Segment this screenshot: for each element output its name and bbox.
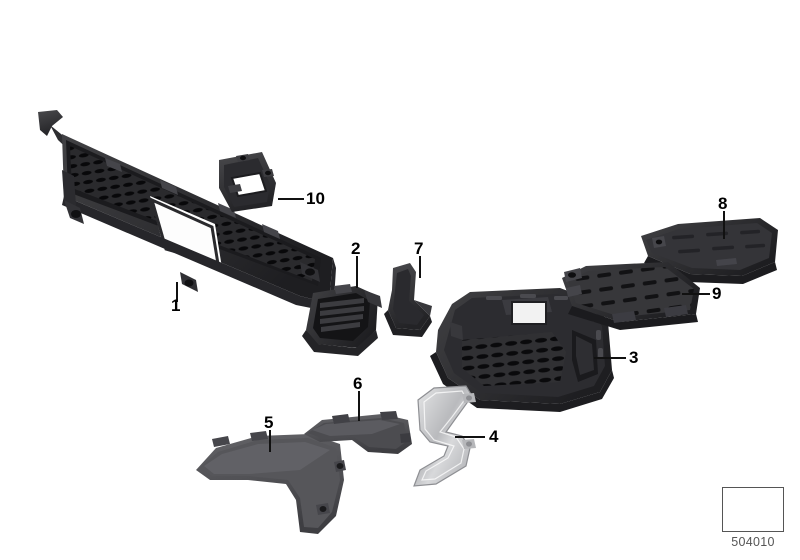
direction-icon-box xyxy=(722,487,784,532)
callout-10: 10 xyxy=(306,189,325,208)
callout-7: 7 xyxy=(414,239,424,258)
part-6-bumper-trim-wedge xyxy=(304,411,412,454)
callout-2: 2 xyxy=(351,239,361,258)
callout-4: 4 xyxy=(489,427,499,446)
leader-line-10 xyxy=(278,198,304,200)
callout-5: 5 xyxy=(264,413,274,432)
leader-line-7 xyxy=(419,256,421,278)
callout-8: 8 xyxy=(718,194,728,213)
callout-3: 3 xyxy=(629,348,639,367)
part-8-cover-panel-upper xyxy=(641,218,778,284)
callout-9: 9 xyxy=(712,284,722,303)
part-4-air-curtain-trim-chrome xyxy=(413,385,476,487)
callout-1: 1 xyxy=(171,296,181,315)
part-9-cover-panel-slotted xyxy=(562,262,700,330)
leader-line-4 xyxy=(455,436,485,438)
leader-line-8 xyxy=(723,211,725,239)
leader-line-5 xyxy=(269,430,271,452)
part-3-air-intake-grille-large xyxy=(430,288,614,412)
leader-line-2 xyxy=(356,256,358,288)
leader-line-6 xyxy=(358,391,360,421)
leader-line-9 xyxy=(682,293,710,295)
leader-line-1 xyxy=(176,282,178,302)
diagram-number: 504010 xyxy=(731,535,775,549)
part-7-mounting-bracket-angular xyxy=(384,263,432,337)
leader-line-3 xyxy=(594,357,626,359)
part-2-grille-insert-slatted xyxy=(302,284,382,356)
part-10-sensor-bracket-frame xyxy=(219,152,276,212)
callout-6: 6 xyxy=(353,374,363,393)
part-5-bumper-side-cover-large xyxy=(196,431,346,534)
part-1-front-bumper-center-grille xyxy=(38,110,336,309)
